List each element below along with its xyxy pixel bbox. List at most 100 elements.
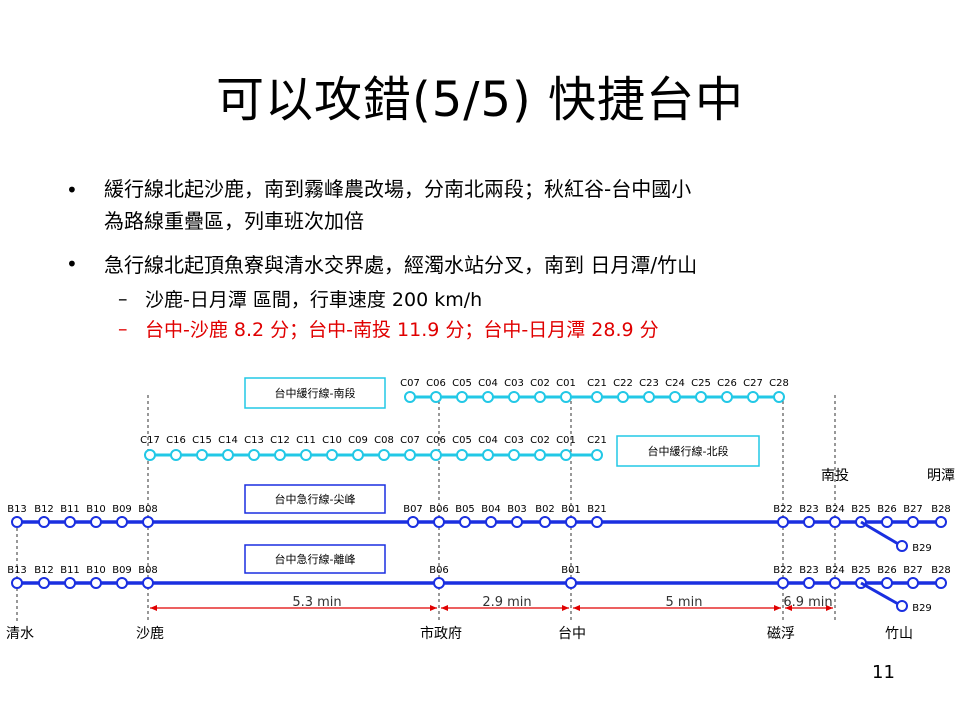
station-marker <box>508 449 520 461</box>
station-label: C24 <box>665 378 685 389</box>
station-label: B07 <box>403 504 423 515</box>
label-express-offpeak-box <box>244 544 386 574</box>
branch-line <box>860 581 901 607</box>
station-marker <box>565 516 577 528</box>
place-label: 清水 <box>6 626 34 642</box>
station-marker <box>64 577 76 589</box>
station-label: B28 <box>931 504 951 515</box>
station-marker <box>829 516 841 528</box>
station-marker <box>433 577 445 589</box>
station-marker <box>508 391 520 403</box>
station-marker <box>404 449 416 461</box>
station-marker <box>935 516 947 528</box>
station-marker <box>459 516 471 528</box>
segment-arrowhead <box>774 605 781 611</box>
station-label: C16 <box>166 435 186 446</box>
station-label: C05 <box>452 435 472 446</box>
station-label: B06 <box>429 565 449 576</box>
station-label: B27 <box>903 504 923 515</box>
place-label: 沙鹿 <box>136 625 164 642</box>
bullet-1-line-2: 為路線重疊區，列車班次加倍 <box>104 209 364 233</box>
station-marker <box>777 577 789 589</box>
label-express-peak: 台中急行線-尖峰 <box>275 492 356 506</box>
station-label: B06 <box>429 504 449 515</box>
station-marker <box>90 516 102 528</box>
station-label: B02 <box>535 504 555 515</box>
station-marker <box>142 516 154 528</box>
station-label: B28 <box>931 565 951 576</box>
slide-title: 可以攻錯(5/5) 快捷台中 <box>216 72 744 128</box>
label-local-north-box <box>616 435 760 467</box>
station-label: C15 <box>192 435 212 446</box>
station-label: C28 <box>769 378 789 389</box>
label-local-south-box <box>244 377 386 409</box>
station-marker <box>407 516 419 528</box>
segment-arrowhead <box>430 605 437 611</box>
place-label: 竹山 <box>885 626 913 642</box>
station-label: C02 <box>530 378 550 389</box>
station-label: C07 <box>400 435 420 446</box>
station-marker <box>669 391 681 403</box>
place-label: 市政府 <box>420 625 462 642</box>
station-marker <box>482 391 494 403</box>
station-marker <box>565 577 577 589</box>
station-label: B25 <box>851 565 871 576</box>
station-label: B21 <box>587 504 607 515</box>
station-label: C06 <box>426 435 446 446</box>
station-label: C27 <box>743 378 763 389</box>
station-marker <box>803 516 815 528</box>
station-marker <box>144 449 156 461</box>
station-marker <box>695 391 707 403</box>
station-marker <box>534 391 546 403</box>
station-marker <box>643 391 655 403</box>
branch-line <box>860 520 901 547</box>
station-label: C05 <box>452 378 472 389</box>
station-label: C26 <box>717 378 737 389</box>
station-label: B22 <box>773 565 793 576</box>
station-label: B29 <box>912 543 932 554</box>
station-marker <box>511 516 523 528</box>
bullet-1-line-1: 緩行線北起沙鹿，南到霧峰農改場，分南北兩段；秋紅谷-台中國小 <box>104 177 692 201</box>
station-label: C21 <box>587 435 607 446</box>
segment-arrowhead <box>562 605 569 611</box>
sub-bullet-dash: – <box>118 288 128 310</box>
station-marker <box>64 516 76 528</box>
station-label: B03 <box>507 504 527 515</box>
station-label: C13 <box>244 435 264 446</box>
station-label: C17 <box>140 435 160 446</box>
station-marker <box>617 391 629 403</box>
station-marker <box>433 516 445 528</box>
station-label: B24 <box>825 504 845 515</box>
station-label: C01 <box>556 378 576 389</box>
station-label: C07 <box>400 378 420 389</box>
station-marker <box>721 391 733 403</box>
station-marker <box>591 516 603 528</box>
sub-bullet-1: 沙鹿-日月潭 區間，行車速度 200 km/h <box>145 289 483 311</box>
station-marker <box>378 449 390 461</box>
station-label: C12 <box>270 435 290 446</box>
station-label: B29 <box>912 603 932 614</box>
station-label: C04 <box>478 435 498 446</box>
station-marker <box>196 449 208 461</box>
station-label: C01 <box>556 435 576 446</box>
station-label: B01 <box>561 504 581 515</box>
station-label: B25 <box>851 504 871 515</box>
station-label: B27 <box>903 565 923 576</box>
station-label: B08 <box>138 565 158 576</box>
segment-time-label: 2.9 min <box>482 595 531 610</box>
station-label: B10 <box>86 504 106 515</box>
station-marker <box>116 516 128 528</box>
segment-arrowhead <box>826 605 833 611</box>
place-label-nantou: 南投 <box>821 468 849 484</box>
station-marker <box>591 391 603 403</box>
segment-arrowhead <box>441 605 448 611</box>
station-marker <box>935 577 947 589</box>
station-label: B01 <box>561 565 581 576</box>
segment-arrowhead <box>785 605 792 611</box>
station-marker <box>430 449 442 461</box>
station-label: C09 <box>348 435 368 446</box>
station-label: C10 <box>322 435 342 446</box>
station-marker <box>907 516 919 528</box>
station-label: B12 <box>34 565 54 576</box>
